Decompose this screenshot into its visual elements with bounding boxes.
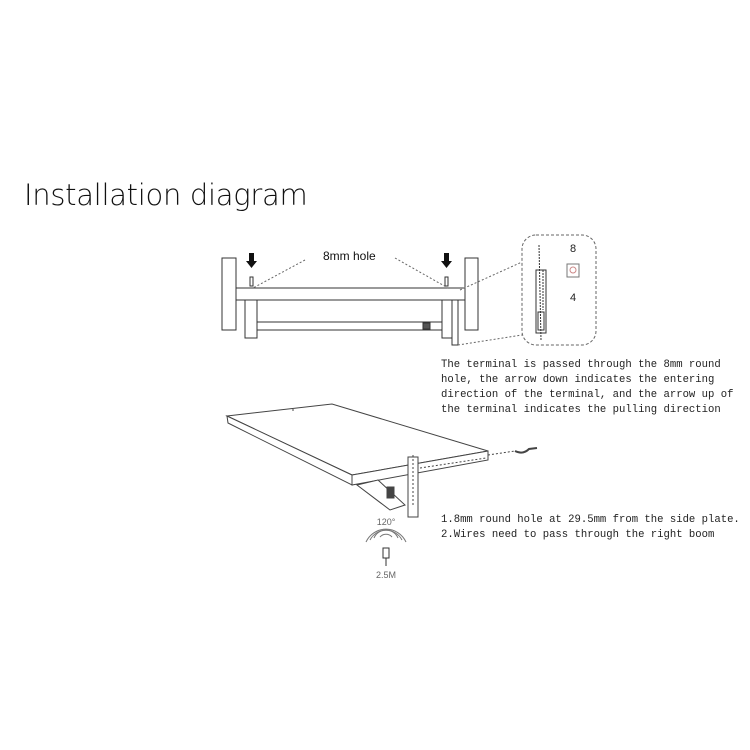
- terminal-detail: [535, 244, 580, 341]
- shelf-board: [235, 287, 466, 301]
- connector-plug-icon: [514, 447, 538, 454]
- sensor-range-icon: [365, 528, 407, 543]
- note-item: 2.Wires need to pass through the right b…: [441, 529, 715, 541]
- page-title: Installation diagram: [24, 178, 308, 212]
- light-rail: [256, 321, 443, 331]
- front-view-diagram: 8 4 8mm hole: [221, 234, 597, 346]
- screw-icon: [249, 276, 449, 287]
- sensor-angle: 120°: [377, 517, 396, 527]
- sensor-box: [422, 322, 431, 330]
- sensor-range: 2.5M: [376, 570, 396, 580]
- led-strip: [419, 457, 487, 469]
- terminal-description: The terminal is passed through the 8mm r…: [441, 358, 733, 418]
- description-line: hole, the arrow down indicates the enter…: [441, 374, 715, 386]
- description-line: The terminal is passed through the 8mm r…: [441, 359, 721, 371]
- description-line: direction of the terminal, and the arrow…: [441, 389, 734, 401]
- sensor-box: [386, 486, 395, 499]
- sensor-plug-icon: [382, 547, 390, 566]
- detail-callout: [521, 234, 597, 346]
- detail-label-8: 8: [570, 243, 576, 255]
- detail-label-4: 4: [570, 292, 576, 304]
- description-line: the terminal indicates the pulling direc…: [441, 404, 721, 416]
- arrow-down-icon: [246, 253, 452, 268]
- isometric-shelf-diagram: 120° 2.5M: [225, 403, 538, 580]
- right-bracket: [441, 299, 453, 339]
- hole-leader-lines: [252, 257, 523, 346]
- note-item: 1.8mm round hole at 29.5mm from the side…: [441, 514, 740, 526]
- left-bracket: [244, 299, 258, 339]
- hole-label: 8mm hole: [323, 249, 376, 263]
- left-side-plate: [221, 257, 237, 331]
- installation-notes: 1.8mm round hole at 29.5mm from the side…: [441, 513, 740, 543]
- bracket-arm: [355, 479, 406, 511]
- right-side-plate: [464, 257, 479, 331]
